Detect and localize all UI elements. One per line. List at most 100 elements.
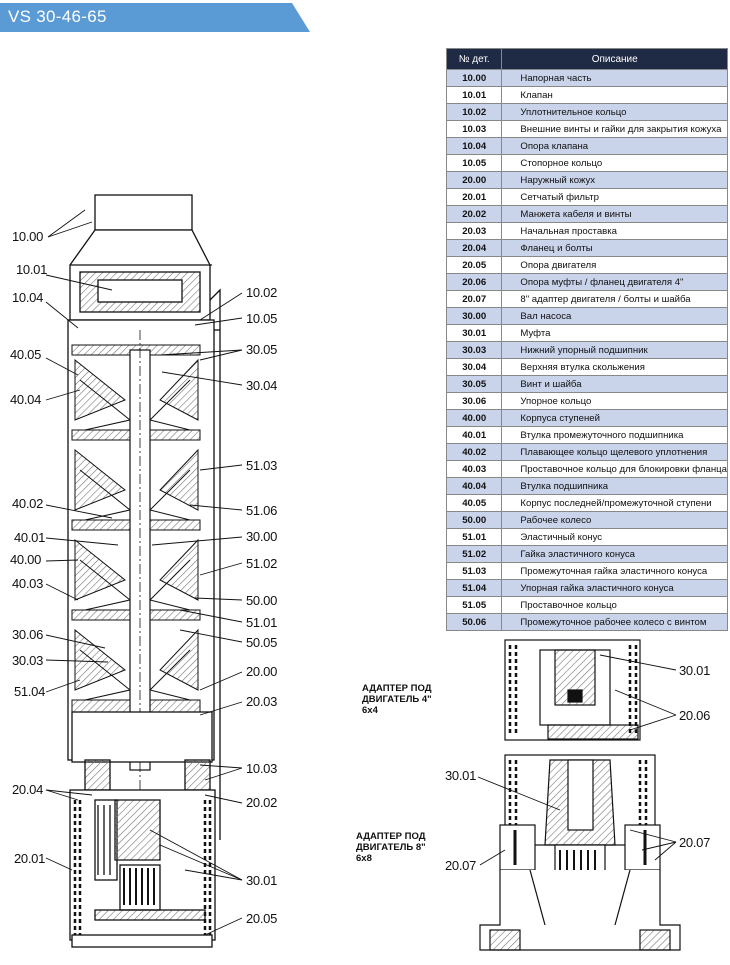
label-30-04: 30.04 — [246, 378, 278, 393]
label-40-02: 40.02 — [12, 496, 44, 511]
part-number: 51.01 — [445, 528, 503, 546]
adapter8-caption-line1: АДАПТЕР ПОД — [356, 831, 426, 842]
part-number: 10.04 — [445, 137, 503, 155]
part-number: 30.06 — [445, 392, 503, 410]
label-40-05: 40.05 — [10, 347, 42, 362]
part-description: Промежуточное рабочее колесо с винтом — [501, 613, 728, 631]
label-51-02: 51.02 — [246, 556, 278, 571]
label-51-06: 51.06 — [246, 503, 278, 518]
label-40-01: 40.01 — [14, 530, 46, 545]
part-number: 30.00 — [445, 307, 503, 325]
part-number: 30.04 — [445, 358, 503, 376]
part-description: Опора муфты / фланец двигателя 4" — [501, 273, 728, 291]
label-10-05: 10.05 — [246, 311, 278, 326]
part-number: 51.05 — [445, 596, 503, 614]
part-number: 10.05 — [445, 154, 503, 172]
part-number: 51.03 — [445, 562, 503, 580]
label-adapter4-20-06: 20.06 — [679, 708, 711, 723]
part-description: Проставочное кольцо для блокировки фланц… — [501, 460, 728, 478]
label-40-04: 40.04 — [10, 392, 42, 407]
label-51-01: 51.01 — [246, 615, 278, 630]
title-banner: VS 30-46-65 — [0, 0, 310, 34]
part-number: 50.06 — [445, 613, 503, 631]
label-30-06: 30.06 — [12, 627, 44, 642]
label-40-03: 40.03 — [12, 576, 44, 591]
part-number: 40.04 — [445, 477, 503, 495]
part-number: 51.04 — [445, 579, 503, 597]
part-description: Верхняя втулка скольжения — [501, 358, 728, 376]
part-number: 20.01 — [445, 188, 503, 206]
part-number: 40.00 — [445, 409, 503, 427]
part-description: Вал насоса — [501, 307, 728, 325]
label-50-05: 50.05 — [246, 635, 278, 650]
label-30-05: 30.05 — [246, 342, 278, 357]
part-number: 40.01 — [445, 426, 503, 444]
part-number: 10.02 — [445, 103, 503, 121]
part-description: Упорная гайка эластичного конуса — [501, 579, 728, 597]
part-number: 20.04 — [445, 239, 503, 257]
label-30-03: 30.03 — [12, 653, 44, 668]
part-description: Клапан — [501, 86, 728, 104]
part-number: 40.02 — [445, 443, 503, 461]
label-30-00: 30.00 — [246, 529, 278, 544]
label-30-01: 30.01 — [246, 873, 278, 888]
part-number: 51.02 — [445, 545, 503, 563]
adapter4-caption-line2: ДВИГАТЕЛЬ 4" — [362, 694, 432, 705]
label-adapter8-20-07-left: 20.07 — [445, 858, 477, 873]
part-description: Внешние винты и гайки для закрытия кожух… — [501, 120, 728, 138]
part-number: 20.02 — [445, 205, 503, 223]
part-number: 40.03 — [445, 460, 503, 478]
part-description: Гайка эластичного конуса — [501, 545, 728, 563]
adapter-8-detail — [479, 754, 681, 951]
part-description: Втулка подшипника — [501, 477, 728, 495]
label-20-02: 20.02 — [246, 795, 278, 810]
part-number: 20.06 — [445, 273, 503, 291]
adapter4-caption: АДАПТЕР ПОД ДВИГАТЕЛЬ 4" 6x4 — [362, 683, 432, 716]
part-description: Стопорное кольцо — [501, 154, 728, 172]
part-description: Напорная часть — [501, 69, 728, 87]
label-40-00: 40.00 — [10, 552, 42, 567]
adapter4-caption-line3: 6x4 — [362, 705, 378, 716]
part-description: Опора клапана — [501, 137, 728, 155]
part-description: Рабочее колесо — [501, 511, 728, 529]
label-adapter4-30-01: 30.01 — [679, 663, 711, 678]
part-number: 20.00 — [445, 171, 503, 189]
part-number: 30.05 — [445, 375, 503, 393]
label-adapter8-20-07-right: 20.07 — [679, 835, 711, 850]
part-description: Корпуса ступеней — [501, 409, 728, 427]
parts-table-header: № дет. Описание — [445, 48, 728, 70]
part-description: Винт и шайба — [501, 375, 728, 393]
part-description: Опора двигателя — [501, 256, 728, 274]
adapter8-caption-line2: ДВИГАТЕЛЬ 8" — [356, 842, 426, 853]
label-20-04: 20.04 — [12, 782, 44, 797]
label-20-01: 20.01 — [14, 851, 46, 866]
part-number: 10.01 — [445, 86, 503, 104]
adapter8-caption-line3: 6x8 — [356, 853, 372, 864]
part-description: Наружный кожух — [501, 171, 728, 189]
part-description: Сетчатый фильтр — [501, 188, 728, 206]
label-10-01: 10.01 — [16, 262, 48, 277]
